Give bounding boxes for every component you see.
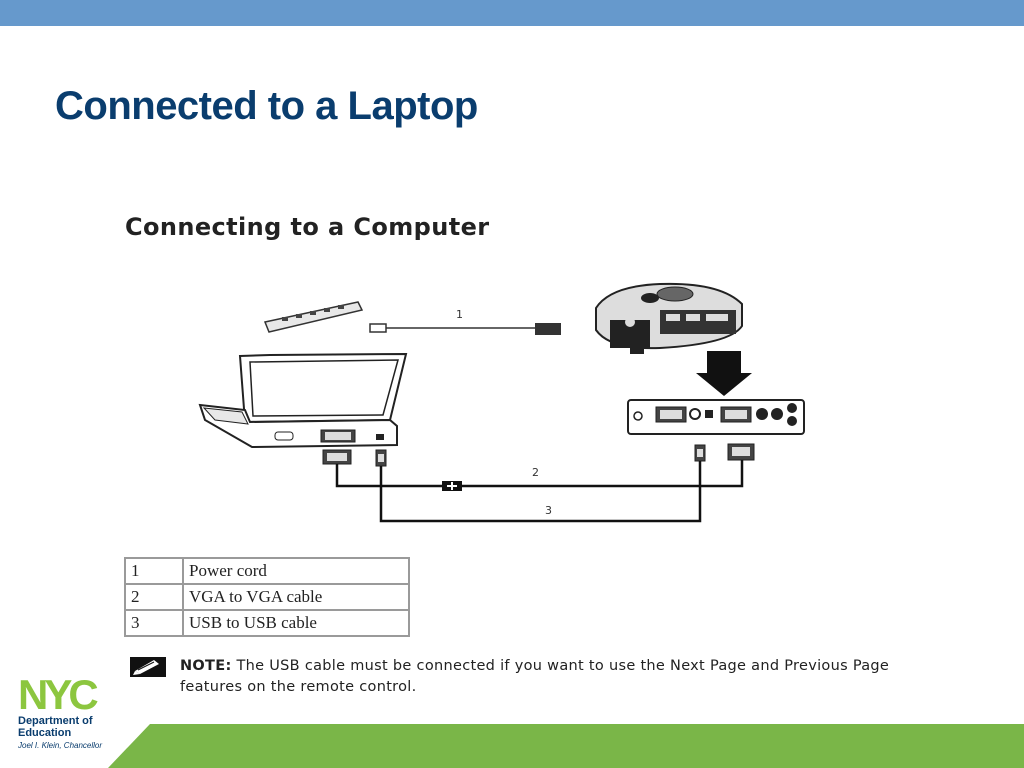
legend-number: 1 (124, 557, 184, 585)
projector-rear-panel-icon (627, 399, 805, 435)
nyc-doe-logo: NYC Department of Education Joel I. Klei… (18, 675, 118, 750)
legend-number: 3 (124, 609, 184, 637)
connection-diagram: 1 (198, 282, 805, 523)
figure-heading: Connecting to a Computer (125, 213, 490, 241)
note-pencil-icon (130, 657, 166, 677)
usb-cable (379, 461, 702, 523)
slide-title: Connected to a Laptop (55, 84, 478, 128)
logo-department: Department of Education (18, 715, 93, 739)
table-row: 2 VGA to VGA cable (124, 583, 410, 611)
top-accent-bar (0, 0, 1024, 26)
logo-chancellor: Joel I. Klein, Chancellor (18, 741, 103, 750)
power-cord-icon (369, 323, 561, 335)
vga-cable (335, 460, 744, 488)
legend-label: USB to USB cable (182, 609, 410, 637)
usb-connector-laptop-icon (375, 449, 387, 467)
note-text: The USB cable must be connected if you w… (180, 658, 890, 695)
usb-connector-projector-icon (694, 444, 706, 462)
bottom-accent-bar (108, 724, 1024, 768)
note-label: NOTE: (180, 658, 232, 674)
nyc-logo-mark: NYC (18, 675, 102, 711)
callout-1: 1 (456, 308, 463, 321)
legend-table: 1 Power cord 2 VGA to VGA cable 3 USB to… (124, 557, 410, 637)
power-strip-icon (263, 301, 364, 333)
vga-connector-projector-icon (727, 443, 755, 461)
legend-number: 2 (124, 583, 184, 611)
callout-2: 2 (532, 466, 539, 479)
legend-label: Power cord (182, 557, 410, 585)
projector-icon (595, 282, 743, 354)
svg-text:NYC: NYC (18, 675, 98, 711)
callout-3: 3 (545, 504, 552, 517)
table-row: 3 USB to USB cable (124, 609, 410, 637)
laptop-icon (198, 352, 408, 449)
legend-label: VGA to VGA cable (182, 583, 410, 611)
arrow-down-icon (696, 351, 752, 396)
table-row: 1 Power cord (124, 557, 410, 585)
vga-connector-laptop-icon (322, 449, 352, 465)
